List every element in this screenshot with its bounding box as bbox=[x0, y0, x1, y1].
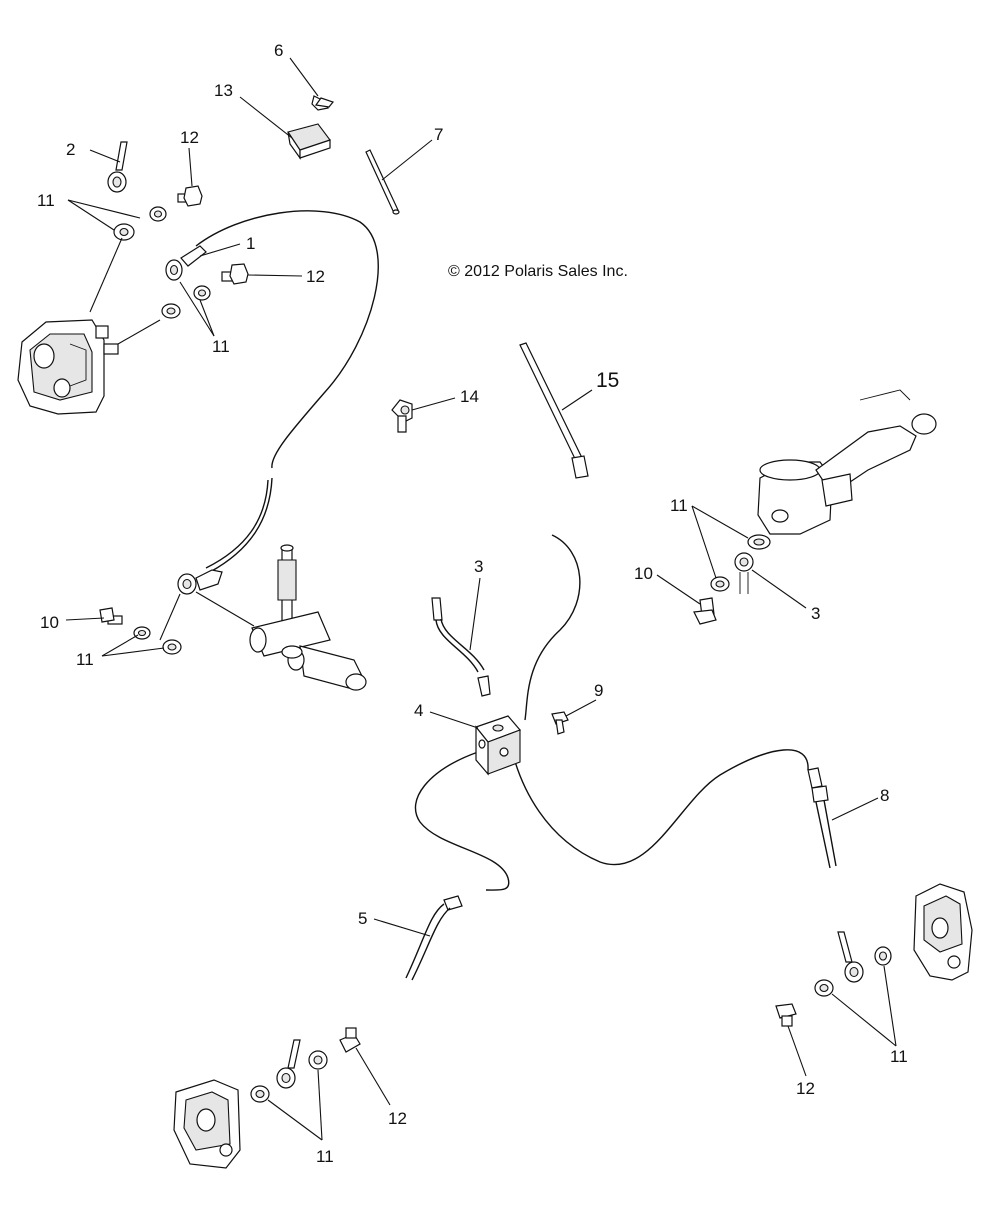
callout-9: 9 bbox=[594, 681, 603, 700]
washers-11-rear-left bbox=[250, 1050, 328, 1103]
bolt-9 bbox=[551, 711, 569, 735]
bolt-12-mid bbox=[221, 263, 249, 285]
hose-1-lower bbox=[209, 477, 273, 573]
hose-5-run bbox=[414, 751, 510, 891]
brake-line-3 bbox=[431, 597, 491, 697]
rear-master-cylinder bbox=[249, 544, 367, 691]
hose-3-run bbox=[524, 534, 581, 721]
callout-11-master-cyl: 11 bbox=[670, 496, 688, 515]
bolt-10-right bbox=[693, 597, 717, 625]
banjo-fitting-2 bbox=[107, 141, 128, 193]
banjo-fitting-rear-right bbox=[837, 931, 864, 983]
bolt-12-top bbox=[177, 185, 203, 207]
callout-15: 15 bbox=[596, 369, 619, 392]
banjo-fitting-1-lower bbox=[177, 569, 223, 595]
callout-11-mid: 11 bbox=[212, 337, 230, 356]
bolt-12-rear-right bbox=[775, 1003, 797, 1027]
callout-11-rear-left: 11 bbox=[316, 1147, 334, 1166]
washers-11-fitting-1 bbox=[161, 285, 211, 319]
hose-8-run bbox=[509, 741, 809, 866]
front-left-caliper bbox=[17, 319, 119, 415]
callout-14: 14 bbox=[460, 387, 479, 406]
callout-12-rear-left: 12 bbox=[388, 1109, 407, 1128]
callout-3-centre: 3 bbox=[474, 557, 483, 576]
callout-12-mid: 12 bbox=[306, 267, 325, 286]
callout-3-right: 3 bbox=[811, 604, 820, 623]
callout-5: 5 bbox=[358, 909, 367, 928]
copyright-text: © 2012 Polaris Sales Inc. bbox=[448, 263, 628, 280]
hoses bbox=[195, 210, 809, 891]
callout-6: 6 bbox=[274, 41, 283, 60]
callout-11-rear-right: 11 bbox=[890, 1047, 908, 1066]
rear-left-caliper bbox=[173, 1079, 241, 1169]
callout-13: 13 bbox=[214, 81, 233, 100]
banjo-fitting-rear-left bbox=[276, 1039, 301, 1089]
callout-4: 4 bbox=[414, 701, 423, 720]
clip-13 bbox=[287, 123, 331, 160]
fitting-14 bbox=[391, 399, 413, 433]
washers-11-left bbox=[133, 626, 182, 655]
washers-11-rear-right bbox=[814, 946, 892, 997]
distribution-block-4 bbox=[474, 715, 522, 776]
callout-2: 2 bbox=[66, 140, 75, 159]
brake-line-5 bbox=[405, 895, 463, 981]
rod-15 bbox=[519, 342, 589, 479]
callout-11-top-left: 11 bbox=[37, 191, 55, 210]
callout-labels: 6 13 7 2 12 11 1 12 11 15 14 11 10 3 3 1… bbox=[37, 41, 908, 1166]
banjo-fitting-1 bbox=[165, 245, 207, 281]
washers-11-master-cyl bbox=[710, 534, 771, 592]
handlebar-master-cylinder bbox=[757, 389, 937, 535]
bolt-10-left bbox=[99, 607, 123, 625]
callout-10-left: 10 bbox=[40, 613, 59, 632]
callout-10-right: 10 bbox=[634, 564, 653, 583]
leader-lines bbox=[65, 57, 897, 1141]
washers-11-front-left bbox=[113, 206, 167, 241]
rear-right-caliper bbox=[913, 883, 973, 981]
callout-8: 8 bbox=[880, 786, 889, 805]
callout-1: 1 bbox=[246, 234, 255, 253]
bolt-6 bbox=[311, 95, 335, 111]
banjo-fitting-3-upper bbox=[734, 552, 754, 594]
callout-12-rear-right: 12 bbox=[796, 1079, 815, 1098]
rod-7 bbox=[365, 149, 400, 215]
brake-line-8 bbox=[807, 767, 837, 869]
callout-11-left: 11 bbox=[76, 650, 94, 669]
hose-1-upper bbox=[195, 210, 379, 469]
callout-7: 7 bbox=[434, 125, 443, 144]
bolt-12-rear-left bbox=[339, 1027, 361, 1053]
callout-12-top: 12 bbox=[180, 128, 199, 147]
hose-1-lower-edge bbox=[205, 479, 269, 569]
